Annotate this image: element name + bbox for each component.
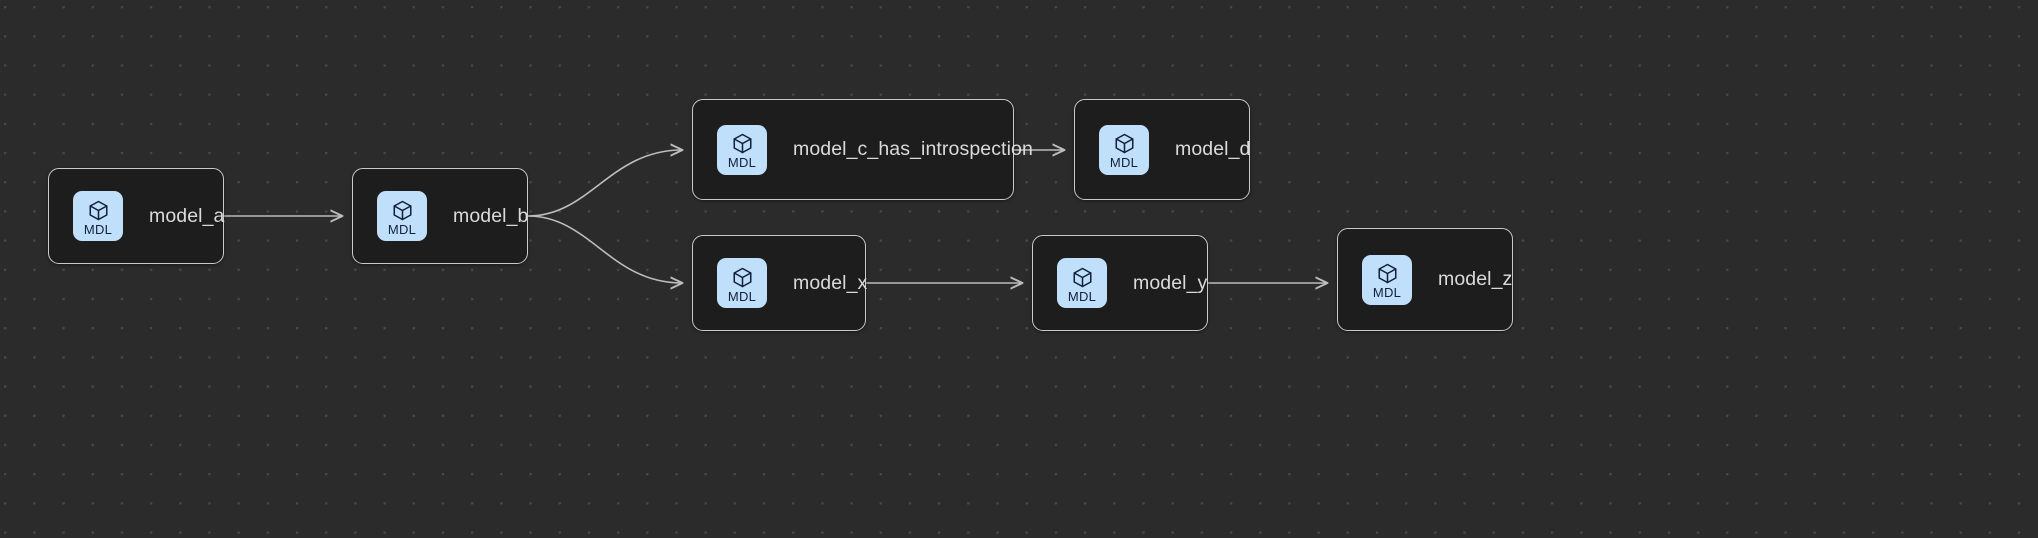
mdl-badge: MDL [717, 258, 767, 308]
mdl-badge-label: MDL [83, 221, 113, 237]
node-model-z[interactable]: MDL model_z [1337, 228, 1513, 331]
cube-icon [392, 200, 412, 220]
node-model-b[interactable]: MDL model_b [352, 168, 528, 264]
mdl-badge: MDL [1362, 254, 1412, 305]
mdl-badge: MDL [1057, 258, 1107, 308]
mdl-badge-label: MDL [1067, 288, 1097, 304]
mdl-badge-label: MDL [1109, 155, 1139, 170]
mdl-badge: MDL [717, 124, 767, 175]
node-model-y[interactable]: MDL model_y [1032, 235, 1208, 331]
cube-icon [1072, 267, 1092, 287]
node-label: model_c_has_introspection [793, 138, 1033, 160]
node-label: model_d [1175, 138, 1251, 160]
node-label: model_a [149, 204, 225, 227]
cube-icon [732, 267, 752, 287]
edge-model-b-to-model-x [527, 215, 682, 283]
node-model-x[interactable]: MDL model_x [692, 235, 868, 331]
mdl-badge-label: MDL [387, 221, 417, 237]
node-label: model_b [453, 204, 529, 227]
cube-icon [732, 133, 752, 154]
cube-icon [1377, 263, 1397, 284]
mdl-badge-label: MDL [1372, 285, 1402, 300]
node-label: model_y [1133, 271, 1208, 294]
node-model-c-has-introspection[interactable]: MDL model_c_has_introspection [692, 99, 1033, 200]
node-label: model_x [793, 271, 868, 294]
mdl-badge: MDL [1099, 124, 1149, 175]
node-label: model_z [1438, 268, 1513, 290]
mdl-badge: MDL [73, 191, 123, 241]
mdl-badge-label: MDL [727, 288, 757, 304]
edge-model-b-to-model-c [527, 150, 682, 217]
mdl-badge-label: MDL [727, 155, 757, 170]
node-model-a[interactable]: MDL model_a [48, 168, 224, 264]
cube-icon [1114, 133, 1134, 154]
mdl-badge: MDL [377, 191, 427, 241]
node-model-d[interactable]: MDL model_d [1074, 99, 1250, 200]
cube-icon [88, 200, 108, 220]
